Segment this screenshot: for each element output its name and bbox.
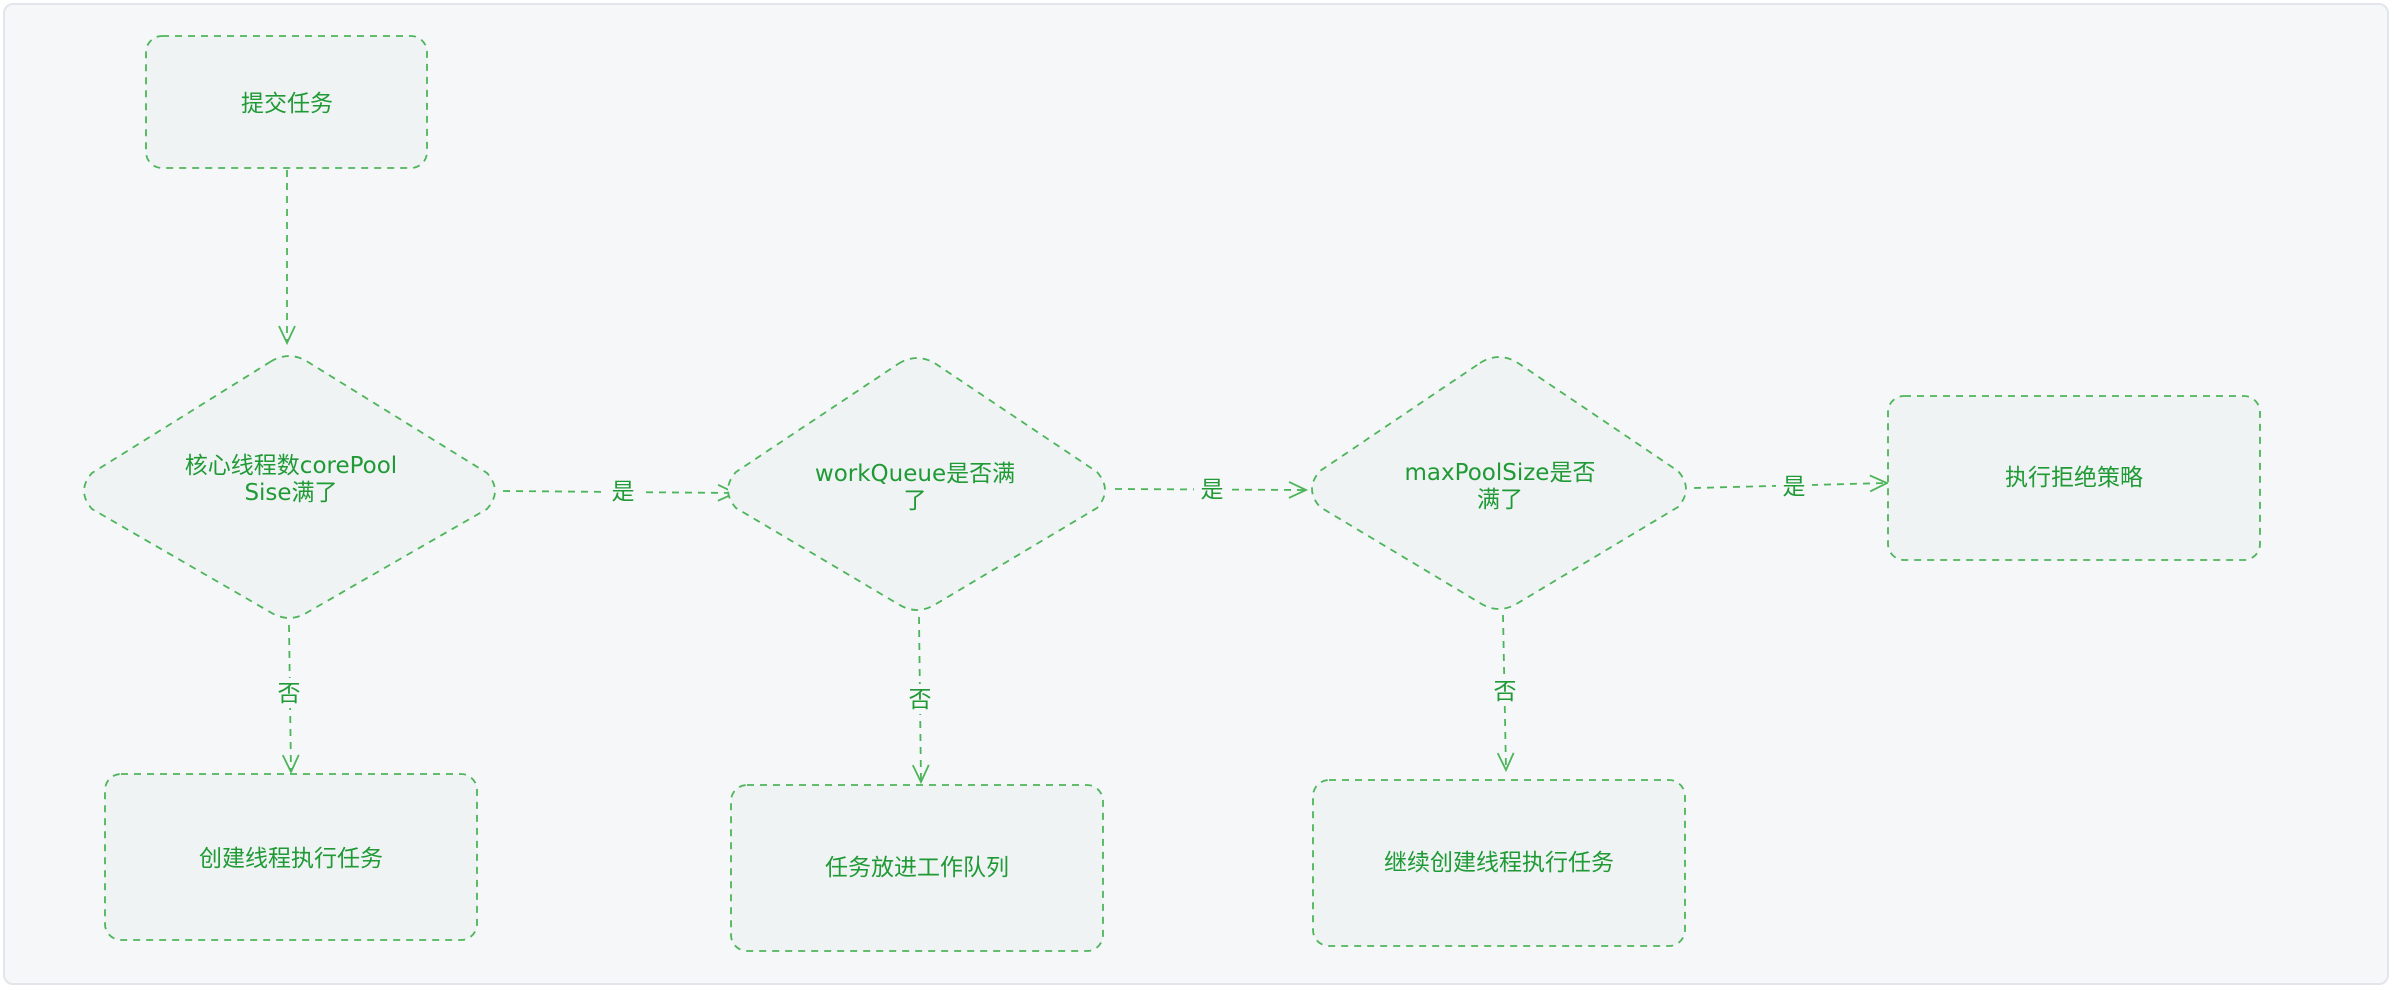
node-label-queue-check-line1: workQueue是否满 <box>815 461 1015 487</box>
node-enqueue <box>730 784 1104 952</box>
edge-label-max-no: 否 <box>1494 679 1517 705</box>
node-label-queue-check-line2: 了 <box>904 488 927 514</box>
edge-label-core-yes: 是 <box>612 479 635 505</box>
edge-label-core-no: 否 <box>278 681 301 707</box>
node-reject <box>1887 395 2261 561</box>
node-label-core-check-line2: Sise满了 <box>244 480 337 506</box>
edge-label-queue-no: 否 <box>909 687 932 713</box>
node-label-reject: 执行拒绝策略 <box>2005 465 2143 491</box>
node-max-check <box>1311 356 1687 610</box>
node-label-max-check-line1: maxPoolSize是否 <box>1405 460 1596 486</box>
node-label-create-thread: 创建线程执行任务 <box>199 846 383 872</box>
node-core-check <box>83 355 496 619</box>
node-create-thread <box>104 773 478 941</box>
node-label-core-check-line1: 核心线程数corePool <box>185 453 397 479</box>
node-continue-create <box>1312 779 1686 947</box>
node-label-enqueue: 任务放进工作队列 <box>825 855 1009 881</box>
node-label-max-check-line2: 满了 <box>1477 487 1523 513</box>
node-label-continue-create: 继续创建线程执行任务 <box>1384 850 1614 876</box>
edge-label-max-yes: 是 <box>1783 474 1806 500</box>
edge-core-no <box>281 624 300 775</box>
node-queue-check <box>727 357 1106 611</box>
edge-label-queue-yes: 是 <box>1201 477 1224 503</box>
node-submit <box>145 35 428 169</box>
node-label-submit: 提交任务 <box>241 91 333 117</box>
